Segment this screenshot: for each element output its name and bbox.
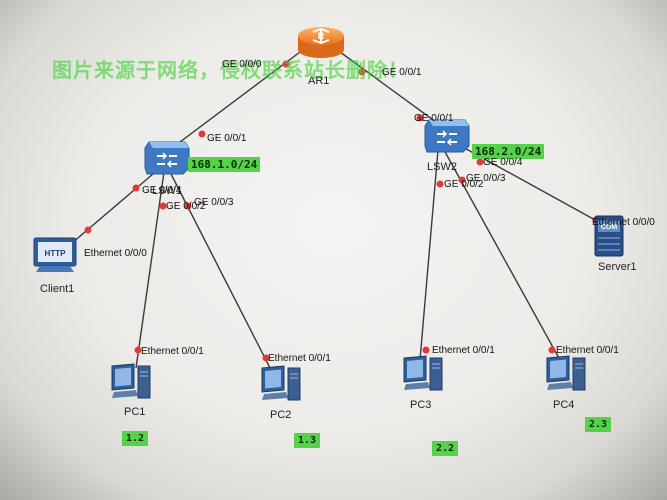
port-dot-lsw2-ge003 bbox=[458, 176, 466, 184]
pc-pc2[interactable] bbox=[258, 364, 304, 404]
port-label-ar1-ge001: GE 0/0/1 bbox=[382, 67, 422, 78]
port-label-lsw1-ge001: GE 0/0/1 bbox=[207, 133, 247, 144]
port-dot-ar1-ge000 bbox=[282, 60, 290, 68]
port-label-lsw1-ge004: GE 0/0/4 bbox=[142, 185, 182, 196]
link-ar1-lsw2 bbox=[339, 51, 441, 126]
port-dot-lsw1-ge003 bbox=[184, 202, 192, 210]
lsw1-subnet-badge: 168.1.0/24 bbox=[188, 157, 261, 173]
port-dot-lsw1-ge001 bbox=[198, 130, 206, 138]
switch-icon bbox=[144, 141, 190, 175]
pc1-address-tag: 1.2 bbox=[122, 431, 149, 446]
watermark-text: 图片来源于网络，侵权联系站长删除！ bbox=[52, 60, 409, 82]
server-server1[interactable]: COM bbox=[592, 214, 626, 258]
port-label-lsw1-ge002: GE 0/0/2 bbox=[166, 201, 206, 212]
pc4-address-tag: 2.3 bbox=[585, 417, 612, 432]
server1-name: Server1 bbox=[598, 261, 637, 273]
port-dot-lsw1-ge004 bbox=[132, 184, 140, 192]
com-icon-text: COM bbox=[601, 224, 618, 231]
link-lsw2-pc4 bbox=[443, 149, 561, 361]
link-lsw2-pc3 bbox=[419, 149, 439, 361]
switch-lsw1-name: LSW1 bbox=[152, 185, 182, 197]
port-dot-pc3 bbox=[422, 346, 430, 354]
switch-lsw2[interactable] bbox=[423, 116, 471, 154]
server-icon: COM bbox=[594, 215, 624, 257]
client-client1[interactable]: HTTP bbox=[32, 236, 78, 274]
switch-lsw1[interactable] bbox=[143, 138, 191, 176]
client1-name: Client1 bbox=[40, 283, 75, 295]
svg-text:R: R bbox=[318, 31, 325, 41]
switch-lsw2-name: LSW2 bbox=[427, 161, 457, 173]
pc-icon bbox=[261, 365, 301, 401]
port-label-ar1-ge000: GE 0/0/0 bbox=[222, 59, 262, 70]
port-label-lsw2-ge002: GE 0/0/2 bbox=[444, 179, 484, 190]
port-label-lsw2-ge001: GE 0/0/1 bbox=[414, 113, 454, 124]
port-label-pc2-eth: Ethernet 0/0/1 bbox=[268, 353, 331, 364]
pc1-name: PC1 bbox=[124, 406, 146, 418]
lsw2-subnet-badge: 168.2.0/24 bbox=[472, 144, 545, 160]
pc2-name: PC2 bbox=[270, 409, 292, 421]
pc2-address-tag: 1.3 bbox=[294, 433, 321, 448]
port-label-pc1-eth: Ethernet 0/0/1 bbox=[141, 346, 204, 357]
port-label-pc3-eth: Ethernet 0/0/1 bbox=[432, 345, 495, 356]
port-dot-lsw2-ge001 bbox=[416, 114, 424, 122]
pc-icon bbox=[546, 355, 586, 391]
port-dot-pc2 bbox=[262, 354, 270, 362]
pc4-name: PC4 bbox=[553, 399, 575, 411]
port-label-server1-eth: Ethernet 0/0/0 bbox=[592, 217, 655, 228]
port-dot-pc1 bbox=[134, 346, 142, 354]
port-label-pc4-eth: Ethernet 0/0/1 bbox=[556, 345, 619, 356]
pc-icon bbox=[403, 355, 443, 391]
port-label-client1-eth: Ethernet 0/0/0 bbox=[84, 248, 147, 259]
router-icon: R bbox=[298, 27, 344, 58]
switch-icon bbox=[424, 119, 470, 153]
router-ar1-name: AR1 bbox=[308, 75, 330, 87]
router-ar1[interactable]: R bbox=[296, 20, 346, 64]
port-dot-lsw1-ge002 bbox=[159, 202, 167, 210]
port-label-lsw2-ge003: GE 0/0/3 bbox=[466, 173, 506, 184]
port-dot-pc4 bbox=[548, 346, 556, 354]
http-icon-text: HTTP bbox=[45, 249, 67, 258]
port-dot-lsw2-ge002 bbox=[436, 180, 444, 188]
link-lsw1-pc1 bbox=[135, 171, 165, 369]
pc3-address-tag: 2.2 bbox=[432, 441, 459, 456]
port-label-lsw1-ge003: GE 0/0/3 bbox=[194, 197, 234, 208]
link-ar1-lsw1 bbox=[171, 51, 301, 149]
pc3-name: PC3 bbox=[410, 399, 432, 411]
pc-pc3[interactable] bbox=[400, 354, 446, 394]
pc-pc4[interactable] bbox=[543, 354, 589, 394]
port-dot-ar1-ge001 bbox=[358, 68, 366, 76]
port-dot-lsw2-ge004 bbox=[476, 158, 484, 166]
pc-pc1[interactable] bbox=[108, 362, 154, 402]
port-label-lsw2-ge004: GE 0/0/4 bbox=[483, 157, 523, 168]
pc-icon bbox=[111, 363, 151, 399]
port-dot-client1 bbox=[84, 226, 92, 234]
http-client-icon: HTTP bbox=[33, 237, 77, 272]
